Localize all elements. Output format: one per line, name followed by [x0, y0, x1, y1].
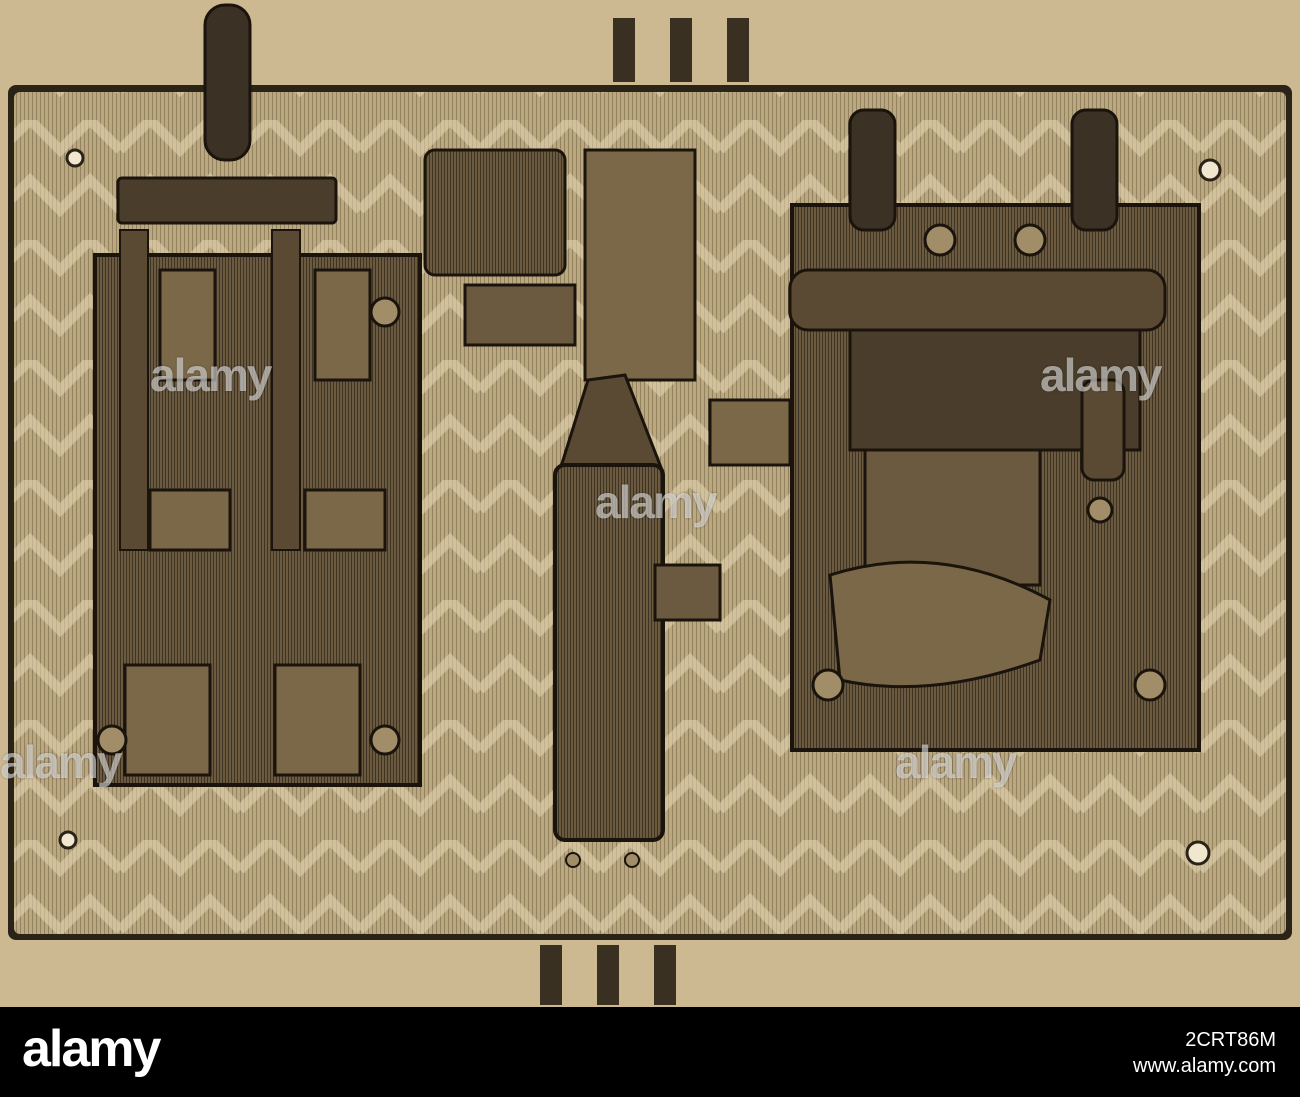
engraving-illustration: alamy alamy alamy alamy alamy [0, 3, 1292, 1005]
bottom-terminals [540, 945, 676, 1005]
circuit-breaker [788, 108, 1201, 752]
site-url: www.alamy.com [1133, 1055, 1276, 1077]
image-meta: 2CRT86M www.alamy.com [1133, 1027, 1276, 1079]
solenoid-coil [423, 148, 792, 868]
knife-switch [93, 3, 422, 787]
image-id: 2CRT86M [1185, 1029, 1276, 1051]
top-terminals [613, 18, 749, 82]
stock-footer-bar: alamy 2CRT86M www.alamy.com [0, 1007, 1300, 1097]
stock-logo: alamy [22, 1020, 161, 1078]
